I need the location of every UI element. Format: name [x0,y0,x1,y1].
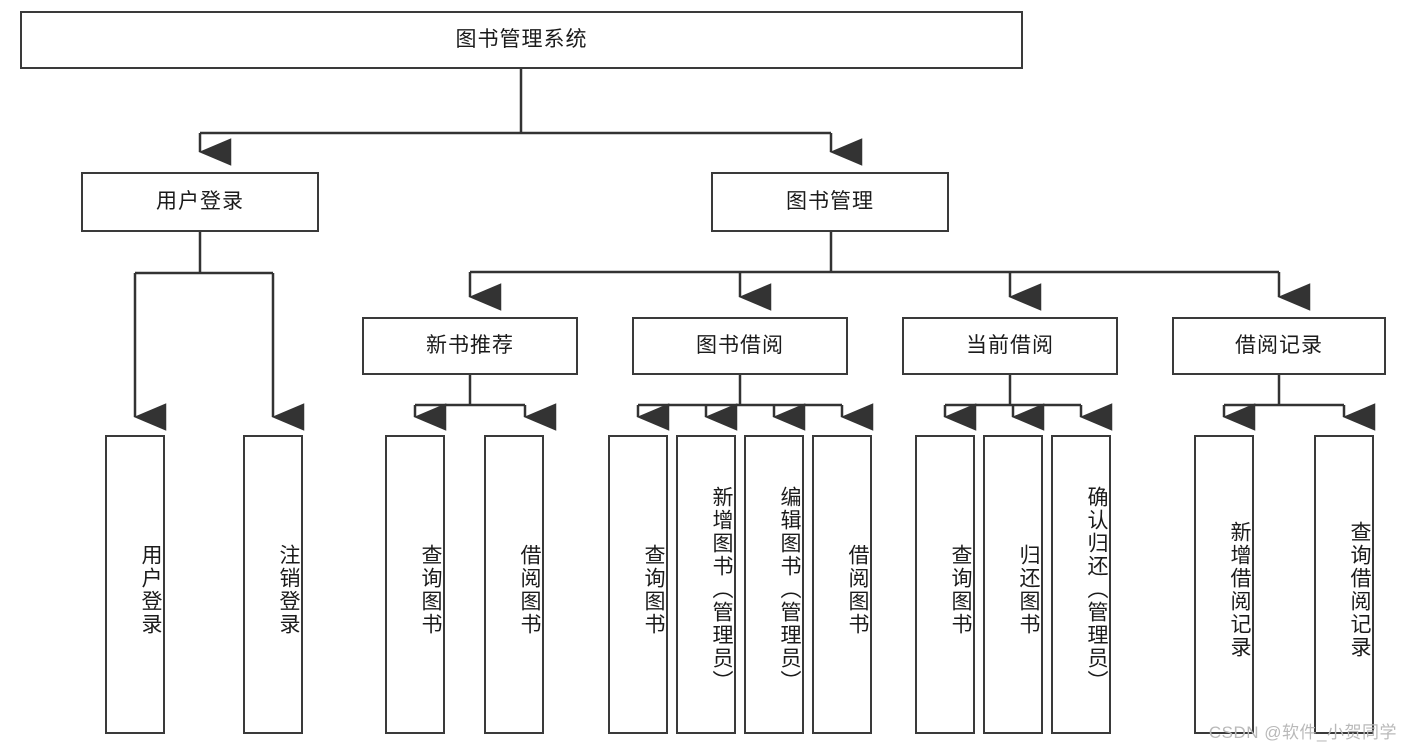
node-new-book-rec[interactable]: 新书推荐 [362,317,578,375]
leaf-add-book-label: 新增图书（管理员） [710,486,733,693]
leaf-query-book-1[interactable]: 查询图书 [385,435,445,734]
node-book-borrow-label: 图书借阅 [696,334,784,358]
leaf-return-book[interactable]: 归还图书 [983,435,1043,734]
leaf-user-login-label: 用户登录 [139,543,162,636]
leaf-query-record-label: 查询借阅记录 [1348,520,1371,659]
leaf-return-book-label: 归还图书 [1017,543,1040,636]
leaf-confirm-return-label: 确认归还（管理员） [1085,486,1108,693]
leaf-edit-book[interactable]: 编辑图书（管理员） [744,435,804,734]
node-root[interactable]: 图书管理系统 [20,11,1023,69]
leaf-query-record[interactable]: 查询借阅记录 [1314,435,1374,734]
node-current-borrow-label: 当前借阅 [966,334,1054,358]
leaf-edit-book-label: 编辑图书（管理员） [778,486,801,693]
leaf-borrow-book-2[interactable]: 借阅图书 [812,435,872,734]
leaf-add-record-label: 新增借阅记录 [1228,520,1251,659]
leaf-confirm-return[interactable]: 确认归还（管理员） [1051,435,1111,734]
leaf-query-book-3-label: 查询图书 [949,543,972,636]
leaf-borrow-book-1[interactable]: 借阅图书 [484,435,544,734]
leaf-logout[interactable]: 注销登录 [243,435,303,734]
leaf-logout-label: 注销登录 [277,543,300,636]
leaf-borrow-book-2-label: 借阅图书 [846,543,869,636]
node-book-borrow[interactable]: 图书借阅 [632,317,848,375]
node-book-manage-label: 图书管理 [786,190,874,214]
node-root-label: 图书管理系统 [455,28,588,52]
node-new-book-rec-label: 新书推荐 [426,334,514,358]
leaf-borrow-book-1-label: 借阅图书 [518,543,541,636]
leaf-query-book-3[interactable]: 查询图书 [915,435,975,734]
leaf-query-book-2-label: 查询图书 [642,543,665,636]
node-borrow-record-label: 借阅记录 [1235,334,1323,358]
node-user-login[interactable]: 用户登录 [81,172,319,232]
node-borrow-record[interactable]: 借阅记录 [1172,317,1386,375]
leaf-add-book[interactable]: 新增图书（管理员） [676,435,736,734]
watermark: CSDN @软件_小贺同学 [1208,723,1397,742]
leaf-query-book-1-label: 查询图书 [419,543,442,636]
leaf-user-login[interactable]: 用户登录 [105,435,165,734]
leaf-query-book-2[interactable]: 查询图书 [608,435,668,734]
node-current-borrow[interactable]: 当前借阅 [902,317,1118,375]
node-book-manage[interactable]: 图书管理 [711,172,949,232]
leaf-add-record[interactable]: 新增借阅记录 [1194,435,1254,734]
node-user-login-label: 用户登录 [156,190,244,214]
